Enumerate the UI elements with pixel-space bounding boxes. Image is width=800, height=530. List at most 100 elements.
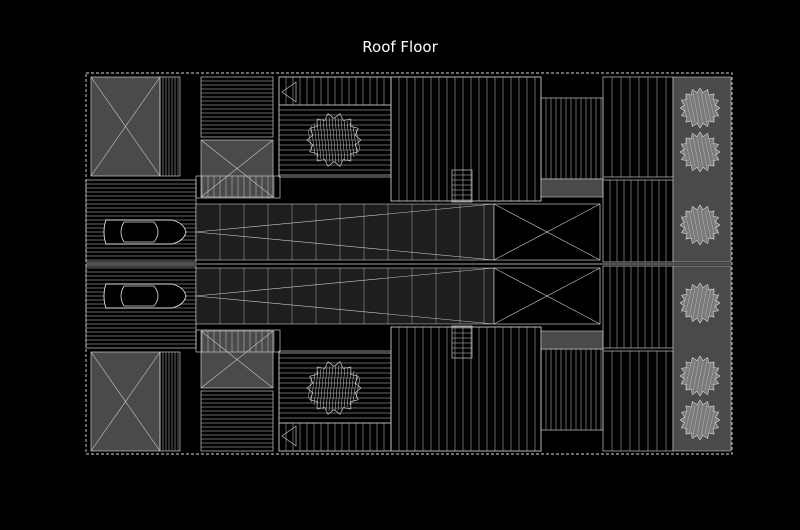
hatch-border bbox=[200, 390, 274, 452]
tree-texture bbox=[684, 212, 692, 238]
cross-line bbox=[200, 330, 274, 389]
tree-texture bbox=[712, 142, 720, 162]
planter-hatch bbox=[337, 365, 343, 411]
tree-texture bbox=[704, 93, 712, 123]
deck-strip bbox=[195, 329, 281, 353]
cross-line bbox=[200, 139, 274, 198]
tree-texture bbox=[700, 92, 708, 124]
planter-hatch bbox=[346, 368, 352, 408]
cross-line bbox=[493, 203, 601, 261]
tree-texture bbox=[680, 98, 688, 118]
tree-texture bbox=[708, 95, 716, 121]
tree-texture bbox=[700, 404, 708, 436]
tree-3 bbox=[679, 282, 721, 324]
tree-texture bbox=[684, 95, 692, 121]
planter-hatch bbox=[343, 367, 349, 409]
tree-texture bbox=[692, 209, 700, 241]
roof-skylight-left bbox=[90, 351, 161, 452]
cross-line bbox=[90, 76, 161, 177]
tree-texture bbox=[696, 403, 704, 437]
planter-hatch bbox=[310, 125, 316, 155]
skylight-right bbox=[540, 97, 604, 180]
tree-texture bbox=[696, 208, 704, 242]
roof-hatch-stair bbox=[451, 169, 473, 203]
roof-hatch-stair bbox=[451, 325, 473, 359]
ramp bbox=[195, 267, 495, 325]
planter-hatch bbox=[319, 367, 325, 409]
hatch-border bbox=[390, 76, 542, 202]
hatch-border bbox=[200, 76, 274, 138]
cross-line bbox=[90, 351, 161, 452]
tree-texture bbox=[708, 139, 716, 165]
tree-2 bbox=[679, 131, 721, 173]
tree-texture bbox=[692, 92, 700, 124]
tree-texture bbox=[712, 366, 720, 386]
planter-hatch bbox=[307, 129, 313, 151]
car-windows bbox=[120, 285, 159, 307]
tree-texture bbox=[688, 137, 696, 167]
planter-hatch bbox=[340, 118, 346, 162]
tree-texture bbox=[680, 293, 688, 313]
planter-hatch bbox=[322, 366, 328, 410]
tree-texture bbox=[696, 135, 704, 169]
tree-texture bbox=[700, 209, 708, 241]
tree-texture bbox=[704, 405, 712, 435]
roof-central-outline bbox=[390, 326, 542, 452]
tree-texture bbox=[680, 366, 688, 386]
stair-block bbox=[200, 390, 274, 452]
tree-texture bbox=[688, 288, 696, 318]
planter-hatch bbox=[334, 365, 340, 411]
planter-hatch bbox=[343, 119, 349, 161]
skylight-base bbox=[540, 178, 604, 198]
planter-hatch bbox=[313, 122, 319, 158]
hatch-border bbox=[602, 350, 674, 452]
stair-strip-left bbox=[159, 351, 181, 452]
ramp-slope-line bbox=[195, 267, 495, 297]
planter-hatch bbox=[319, 119, 325, 161]
planter-hatch bbox=[355, 129, 361, 151]
stair-block bbox=[200, 76, 274, 138]
tree-texture bbox=[708, 363, 716, 389]
tree-texture bbox=[688, 405, 696, 435]
skylight-base bbox=[540, 330, 604, 350]
roof-central bbox=[390, 76, 542, 202]
tree-texture bbox=[680, 410, 688, 430]
roof-skylight-center bbox=[200, 139, 274, 198]
planter-hatch bbox=[322, 118, 328, 162]
planter-hatch bbox=[352, 373, 358, 403]
tree-texture bbox=[704, 137, 712, 167]
deck-strip bbox=[195, 175, 281, 199]
planter-center bbox=[306, 113, 362, 167]
tree-texture bbox=[688, 93, 696, 123]
ramp bbox=[195, 203, 495, 261]
site-boundary bbox=[85, 72, 733, 455]
tree-texture bbox=[696, 359, 704, 393]
tree-1 bbox=[679, 87, 721, 129]
tree-texture bbox=[712, 293, 720, 313]
stair-strip-left bbox=[159, 76, 181, 177]
planter-hatch bbox=[340, 366, 346, 410]
tree-texture bbox=[712, 410, 720, 430]
planter-hatch bbox=[316, 368, 322, 408]
tree-texture bbox=[700, 360, 708, 392]
tree-texture bbox=[684, 407, 692, 433]
planter-hatch bbox=[346, 120, 352, 160]
roof-skylight-center bbox=[200, 330, 274, 389]
tree-texture bbox=[704, 361, 712, 391]
cross-line bbox=[493, 267, 601, 325]
hatch-border bbox=[451, 169, 473, 203]
ramp-landing bbox=[493, 267, 601, 325]
car-body bbox=[103, 283, 187, 309]
tree-texture bbox=[692, 136, 700, 168]
deck-right bbox=[602, 179, 674, 263]
planter-hatch bbox=[331, 117, 337, 163]
roof-central bbox=[390, 326, 542, 452]
tree-texture bbox=[684, 290, 692, 316]
tree-texture bbox=[688, 361, 696, 391]
planter-hatch bbox=[334, 117, 340, 163]
tree-texture bbox=[704, 210, 712, 240]
planter-hatch bbox=[349, 122, 355, 158]
tree-texture bbox=[692, 287, 700, 319]
drawing-title: Roof Floor bbox=[362, 38, 438, 56]
